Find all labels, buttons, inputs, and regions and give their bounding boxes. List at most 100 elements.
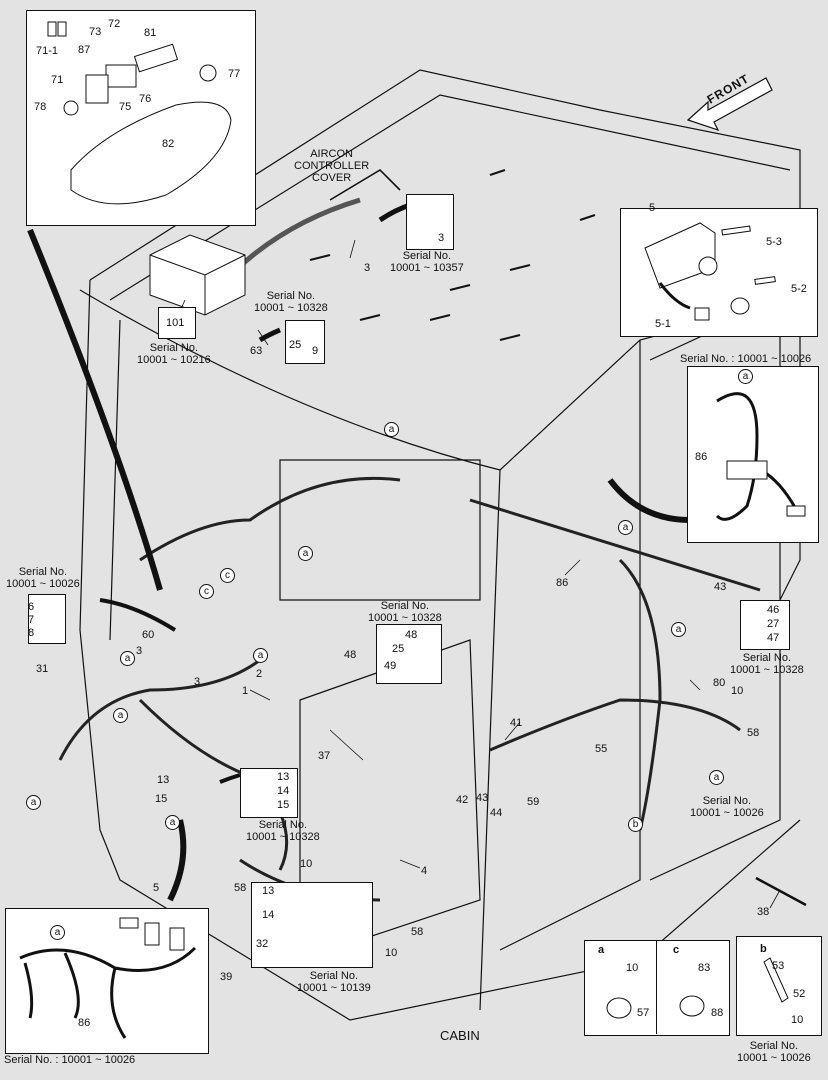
label-5-3: 5-3 (766, 236, 782, 248)
serial-10026-right: Serial No. : 10001 ~ 10026 (680, 353, 812, 365)
label-58-right: 58 (747, 727, 760, 739)
parts-13-14-32-box (251, 882, 373, 968)
callout-a: a (253, 648, 268, 663)
serial-10328-bottom: Serial No. 10001 ~ 10328 (246, 819, 320, 843)
label-39: 39 (220, 971, 233, 983)
part-5-inset (620, 208, 818, 337)
label-10-bottom: 10 (300, 858, 313, 870)
label-41: 41 (510, 717, 523, 729)
label-25-top: 25 (289, 339, 302, 351)
label-2: 2 (256, 668, 263, 680)
front-arrow-icon (686, 77, 773, 132)
callout-a: a (26, 795, 41, 810)
label-42: 42 (456, 794, 469, 806)
cabin-label: CABIN (440, 1028, 480, 1043)
label-58-bottom: 58 (234, 882, 247, 894)
part-101-box (158, 307, 196, 339)
label-73: 73 (89, 26, 102, 38)
label-10-c: 10 (385, 947, 398, 959)
serial-10328-right: Serial No. 10001 ~ 10328 (730, 652, 804, 676)
label-101: 101 (166, 317, 185, 329)
label-48: 48 (344, 649, 357, 661)
label-5-inset: 5 (649, 202, 656, 214)
label-9: 9 (312, 345, 319, 357)
label-25-mid: 25 (392, 643, 405, 655)
label-38: 38 (757, 906, 770, 918)
label-86-right: 86 (695, 451, 708, 463)
label-63: 63 (250, 345, 263, 357)
parts-46-27-47-box (740, 600, 790, 650)
label-5-2: 5-2 (791, 283, 807, 295)
label-52: 52 (793, 988, 806, 1000)
harness-86-bottom-drawing (19, 917, 197, 1039)
label-48-box: 48 (405, 629, 418, 641)
clamp-details-drawing (606, 957, 789, 1019)
serial-10026-bottom: Serial No. : 10001 ~ 10026 (4, 1054, 136, 1066)
label-4: 4 (421, 865, 428, 877)
serial-10216: Serial No. 10001 ~ 10216 (137, 342, 211, 366)
label-14-box: 14 (277, 785, 290, 797)
callout-a: a (618, 520, 633, 535)
label-78: 78 (34, 101, 47, 113)
label-43: 43 (476, 792, 489, 804)
label-53: 53 (772, 960, 785, 972)
detail-a-c-box (584, 940, 730, 1036)
label-55: 55 (595, 743, 608, 755)
parts-25-9-box (285, 320, 325, 364)
serial-10328-top: Serial No. 10001 ~ 10328 (254, 290, 328, 314)
label-13-a: 13 (157, 774, 170, 786)
label-10-right: 10 (731, 685, 744, 697)
label-87: 87 (78, 44, 91, 56)
callout-a: a (113, 708, 128, 723)
label-43-right: 43 (714, 581, 727, 593)
label-57: 57 (637, 1007, 650, 1019)
label-8: 8 (28, 627, 35, 639)
detail-a-title: a (598, 944, 605, 956)
clip-box-3 (406, 194, 454, 250)
label-76: 76 (139, 93, 152, 105)
label-81: 81 (144, 27, 157, 39)
callout-b: b (628, 817, 643, 832)
callout-a: a (120, 651, 135, 666)
label-71-1: 71-1 (36, 45, 59, 57)
label-15-a: 15 (155, 793, 168, 805)
callout-a: a (165, 815, 180, 830)
label-3-box: 3 (438, 232, 445, 244)
label-5-1: 5-1 (655, 318, 671, 330)
serial-10139: Serial No. 10001 ~ 10139 (297, 970, 371, 994)
callout-a: a (50, 925, 65, 940)
parts-6-7-8-box (28, 594, 66, 644)
label-6: 6 (28, 601, 35, 613)
callout-a: a (709, 770, 724, 785)
label-46: 46 (767, 604, 780, 616)
parts-48-25-49-box (376, 624, 442, 684)
serial-10026-right2: Serial No. 10001 ~ 10026 (690, 795, 764, 819)
label-88: 88 (711, 1007, 724, 1019)
aircon-cover-label: AIRCON CONTROLLER COVER (294, 148, 370, 184)
label-3-left-a: 3 (136, 645, 143, 657)
callout-c: c (199, 584, 214, 599)
serial-10026-bottom-right: Serial No. 10001 ~ 10026 (737, 1040, 811, 1064)
label-59: 59 (527, 796, 540, 808)
detail-b-title: b (760, 943, 767, 955)
label-58-c: 58 (411, 926, 424, 938)
label-86-bottom: 86 (78, 1017, 91, 1029)
label-3-cover: 3 (364, 262, 371, 274)
label-72: 72 (108, 18, 121, 30)
label-80: 80 (713, 677, 726, 689)
label-71: 71 (51, 74, 64, 86)
serial-10357: Serial No. 10001 ~ 10357 (390, 250, 464, 274)
label-83: 83 (698, 962, 711, 974)
label-14-c: 14 (262, 909, 275, 921)
parts-13-14-15-box (240, 768, 298, 818)
label-75: 75 (119, 101, 132, 113)
label-37: 37 (318, 750, 331, 762)
label-82: 82 (162, 138, 175, 150)
label-47: 47 (767, 632, 780, 644)
detail-c-title: c (673, 944, 680, 956)
label-27: 27 (767, 618, 780, 630)
label-31: 31 (36, 663, 49, 675)
label-77: 77 (228, 68, 241, 80)
label-32: 32 (256, 938, 269, 950)
